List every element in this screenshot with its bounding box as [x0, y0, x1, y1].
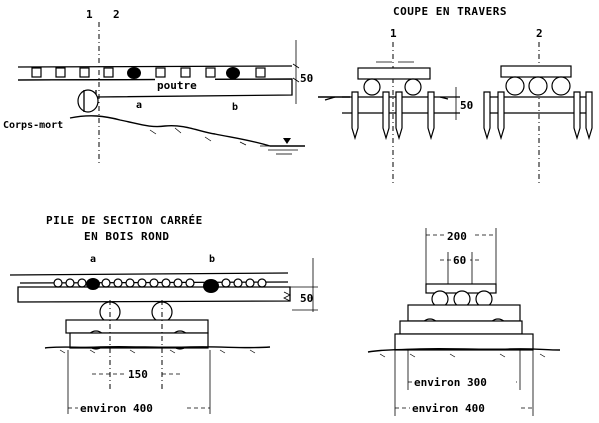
water-level-marker [283, 138, 291, 144]
end-dim-200: 200 [447, 230, 467, 243]
cross-deck-right [500, 65, 572, 78]
deadman-label: Corps-mort [3, 120, 63, 131]
pile-beam [17, 286, 291, 303]
end-dim-300: environ 300 [414, 376, 487, 389]
ground-profile [69, 115, 305, 147]
view-square-pile-end: 200 60 environ 300 environ 400 [367, 228, 561, 416]
bolt-b [226, 67, 240, 79]
view-square-pile: PILE DE SECTION CARRÉE EN BOIS ROND a b [9, 214, 318, 415]
point-a-label: a [136, 100, 142, 111]
cross-section-title: COUPE EN TRAVERS [393, 5, 507, 18]
pile-dim-height: 50 [300, 292, 313, 305]
pile-point-a-label: a [90, 254, 96, 265]
end-base-beam [394, 333, 534, 351]
pile-point-b-label: b [209, 254, 215, 265]
deadman-log [77, 89, 99, 113]
section-marker-2: 2 [113, 8, 120, 21]
pile-bolt-a [86, 278, 100, 290]
cross-marker-2: 2 [536, 27, 543, 40]
sleepers-row [31, 67, 266, 78]
square-pile-title-line2: EN BOIS ROND [84, 230, 169, 243]
pile-dim-spacing: 150 [128, 368, 148, 381]
pile-ground [44, 346, 271, 349]
square-pile-title-line1: PILE DE SECTION CARRÉE [46, 214, 203, 227]
pile-dim-total: environ 400 [80, 402, 153, 415]
end-mid-beam [407, 304, 521, 322]
section-marker-1: 1 [86, 8, 93, 21]
end-dim-60: 60 [453, 254, 466, 267]
view-longitudinal-upper: 1 2 poutre a b Corps-mort [3, 8, 313, 165]
point-b-label: b [232, 102, 238, 113]
bolt-a [127, 67, 141, 79]
dim-height-upper: 50 [300, 72, 313, 85]
pile-right-1 [483, 91, 491, 141]
cross-deck-left [357, 67, 431, 80]
end-dim-400: environ 400 [412, 402, 485, 415]
pile-left-1 [351, 91, 359, 141]
cross-marker-1: 1 [390, 27, 397, 40]
pile-crossbeam [65, 319, 209, 334]
end-ground [367, 348, 561, 353]
view-cross-section: COUPE EN TRAVERS 1 2 50 [318, 5, 593, 185]
deck-top-line [17, 65, 293, 68]
pile-bolt-b [203, 279, 219, 293]
dim-height-cross: 50 [460, 99, 473, 112]
beam-label: poutre [157, 79, 197, 92]
